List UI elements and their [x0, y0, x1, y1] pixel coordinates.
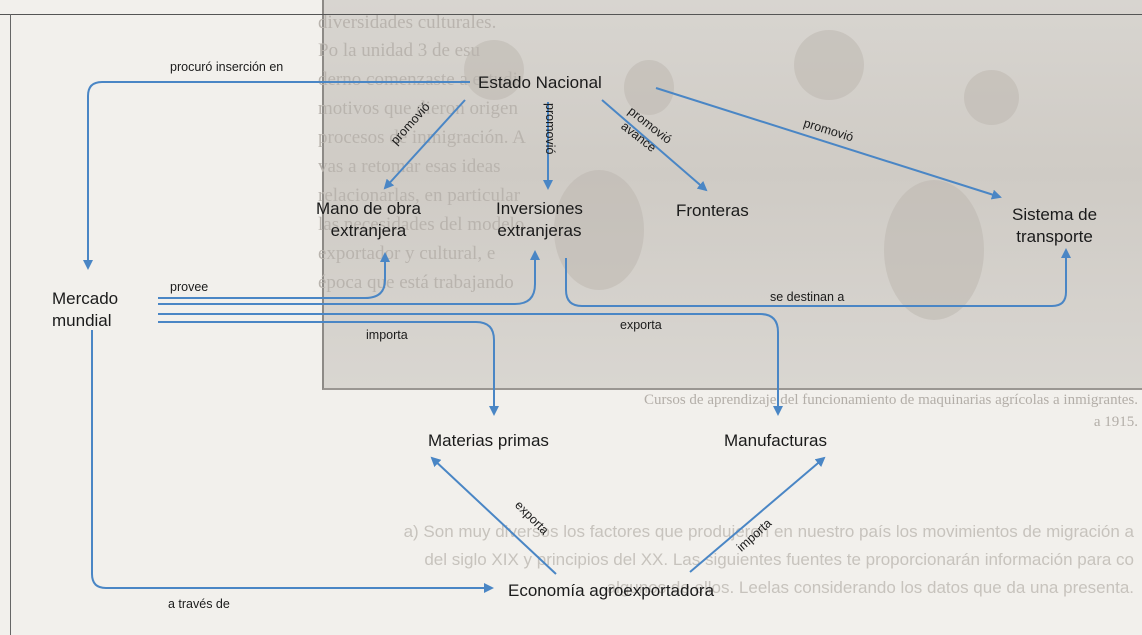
- node-mercado-line-1: Mercado: [52, 289, 119, 308]
- background-photo: [322, 0, 1142, 390]
- question-line-2: del siglo XIX y principios del XX. Las s…: [424, 550, 1134, 569]
- arrow-estado-mercado: [83, 81, 470, 270]
- node-materias-primas: Materias primas: [428, 431, 549, 450]
- label-a-traves-de: a través de: [168, 597, 230, 611]
- background-side-text-line: las necesidades del modelo: [318, 214, 525, 235]
- node-sistema-line-1: Sistema de: [1012, 205, 1098, 224]
- node-inversiones-line-2: extranjeras: [497, 221, 582, 240]
- node-economia-agroexportadora: Economía agroexportadora: [508, 581, 715, 600]
- arrow-estado-fronteras: [601, 99, 708, 192]
- label-exporta-mercado: exporta: [620, 318, 662, 332]
- arrow-economia-materias: [430, 456, 557, 575]
- question-line-3: algunos de ellos. Leelas considerando lo…: [606, 578, 1134, 597]
- node-mercado-mundial: Mercado mundial: [52, 288, 118, 332]
- background-side-text-line: procesos de inmigración. A: [318, 127, 526, 148]
- arrow-mercado-mano: [158, 252, 390, 299]
- arrow-estado-sistema: [655, 87, 1002, 200]
- background-side-text-line: época que está trabajando: [318, 272, 514, 293]
- left-border-line: [10, 14, 11, 635]
- node-sistema-transporte: Sistema de transporte: [1012, 204, 1097, 248]
- arrow-inversiones-sistema: [565, 248, 1071, 307]
- background-side-text-line: derno comenzaste a estudi: [318, 69, 518, 90]
- node-estado-nacional: Estado Nacional: [478, 73, 602, 92]
- label-se-destinan-a: se destinan a: [770, 290, 845, 304]
- arrow-mercado-economia: [91, 330, 494, 593]
- label-provee: provee: [170, 280, 209, 294]
- node-mano-de-obra-line-2: extranjera: [330, 221, 407, 240]
- node-fronteras: Fronteras: [676, 201, 749, 220]
- node-manufacturas: Manufacturas: [724, 431, 827, 450]
- background-top-line: diversidades culturales.: [318, 12, 497, 33]
- background-side-text-line: Po la unidad 3 de esu: [318, 40, 481, 61]
- background-side-text-line: relacionarlas, en particular: [318, 185, 521, 206]
- photo-caption-line-1: Cursos de aprendizaje del funcionamiento…: [644, 392, 1138, 408]
- node-mano-de-obra-line-1: Mano de obra: [316, 199, 421, 218]
- photo-caption-line-2: a 1915.: [1093, 414, 1138, 430]
- background-side-text-line: vas a retomar esas ideas: [318, 156, 501, 177]
- top-border-line: [0, 14, 1142, 15]
- label-importa-mercado: importa: [366, 328, 408, 342]
- node-inversiones: Inversiones extranjeras: [496, 198, 583, 242]
- node-mercado-line-2: mundial: [52, 311, 112, 330]
- node-mano-de-obra: Mano de obra extranjera: [316, 198, 421, 242]
- arrow-estado-mano: [383, 99, 466, 190]
- arrow-mercado-materias: [158, 321, 499, 416]
- label-procuro-insercion: procuró inserción en: [170, 60, 284, 74]
- arrow-economia-manufacturas: [689, 456, 826, 573]
- node-sistema-line-2: transporte: [1016, 227, 1093, 246]
- node-inversiones-line-1: Inversiones: [496, 199, 583, 218]
- background-side-text-line: exportador y cultural, e: [318, 243, 496, 264]
- arrow-mercado-manufacturas: [158, 313, 783, 416]
- background-side-text-line: motivos que dieron origen: [318, 98, 518, 119]
- label-promovio-inversiones: promovió: [543, 103, 557, 155]
- question-line-1: a) Son muy diversos los factores que pro…: [403, 522, 1134, 541]
- arrow-mercado-inversiones: [158, 250, 540, 305]
